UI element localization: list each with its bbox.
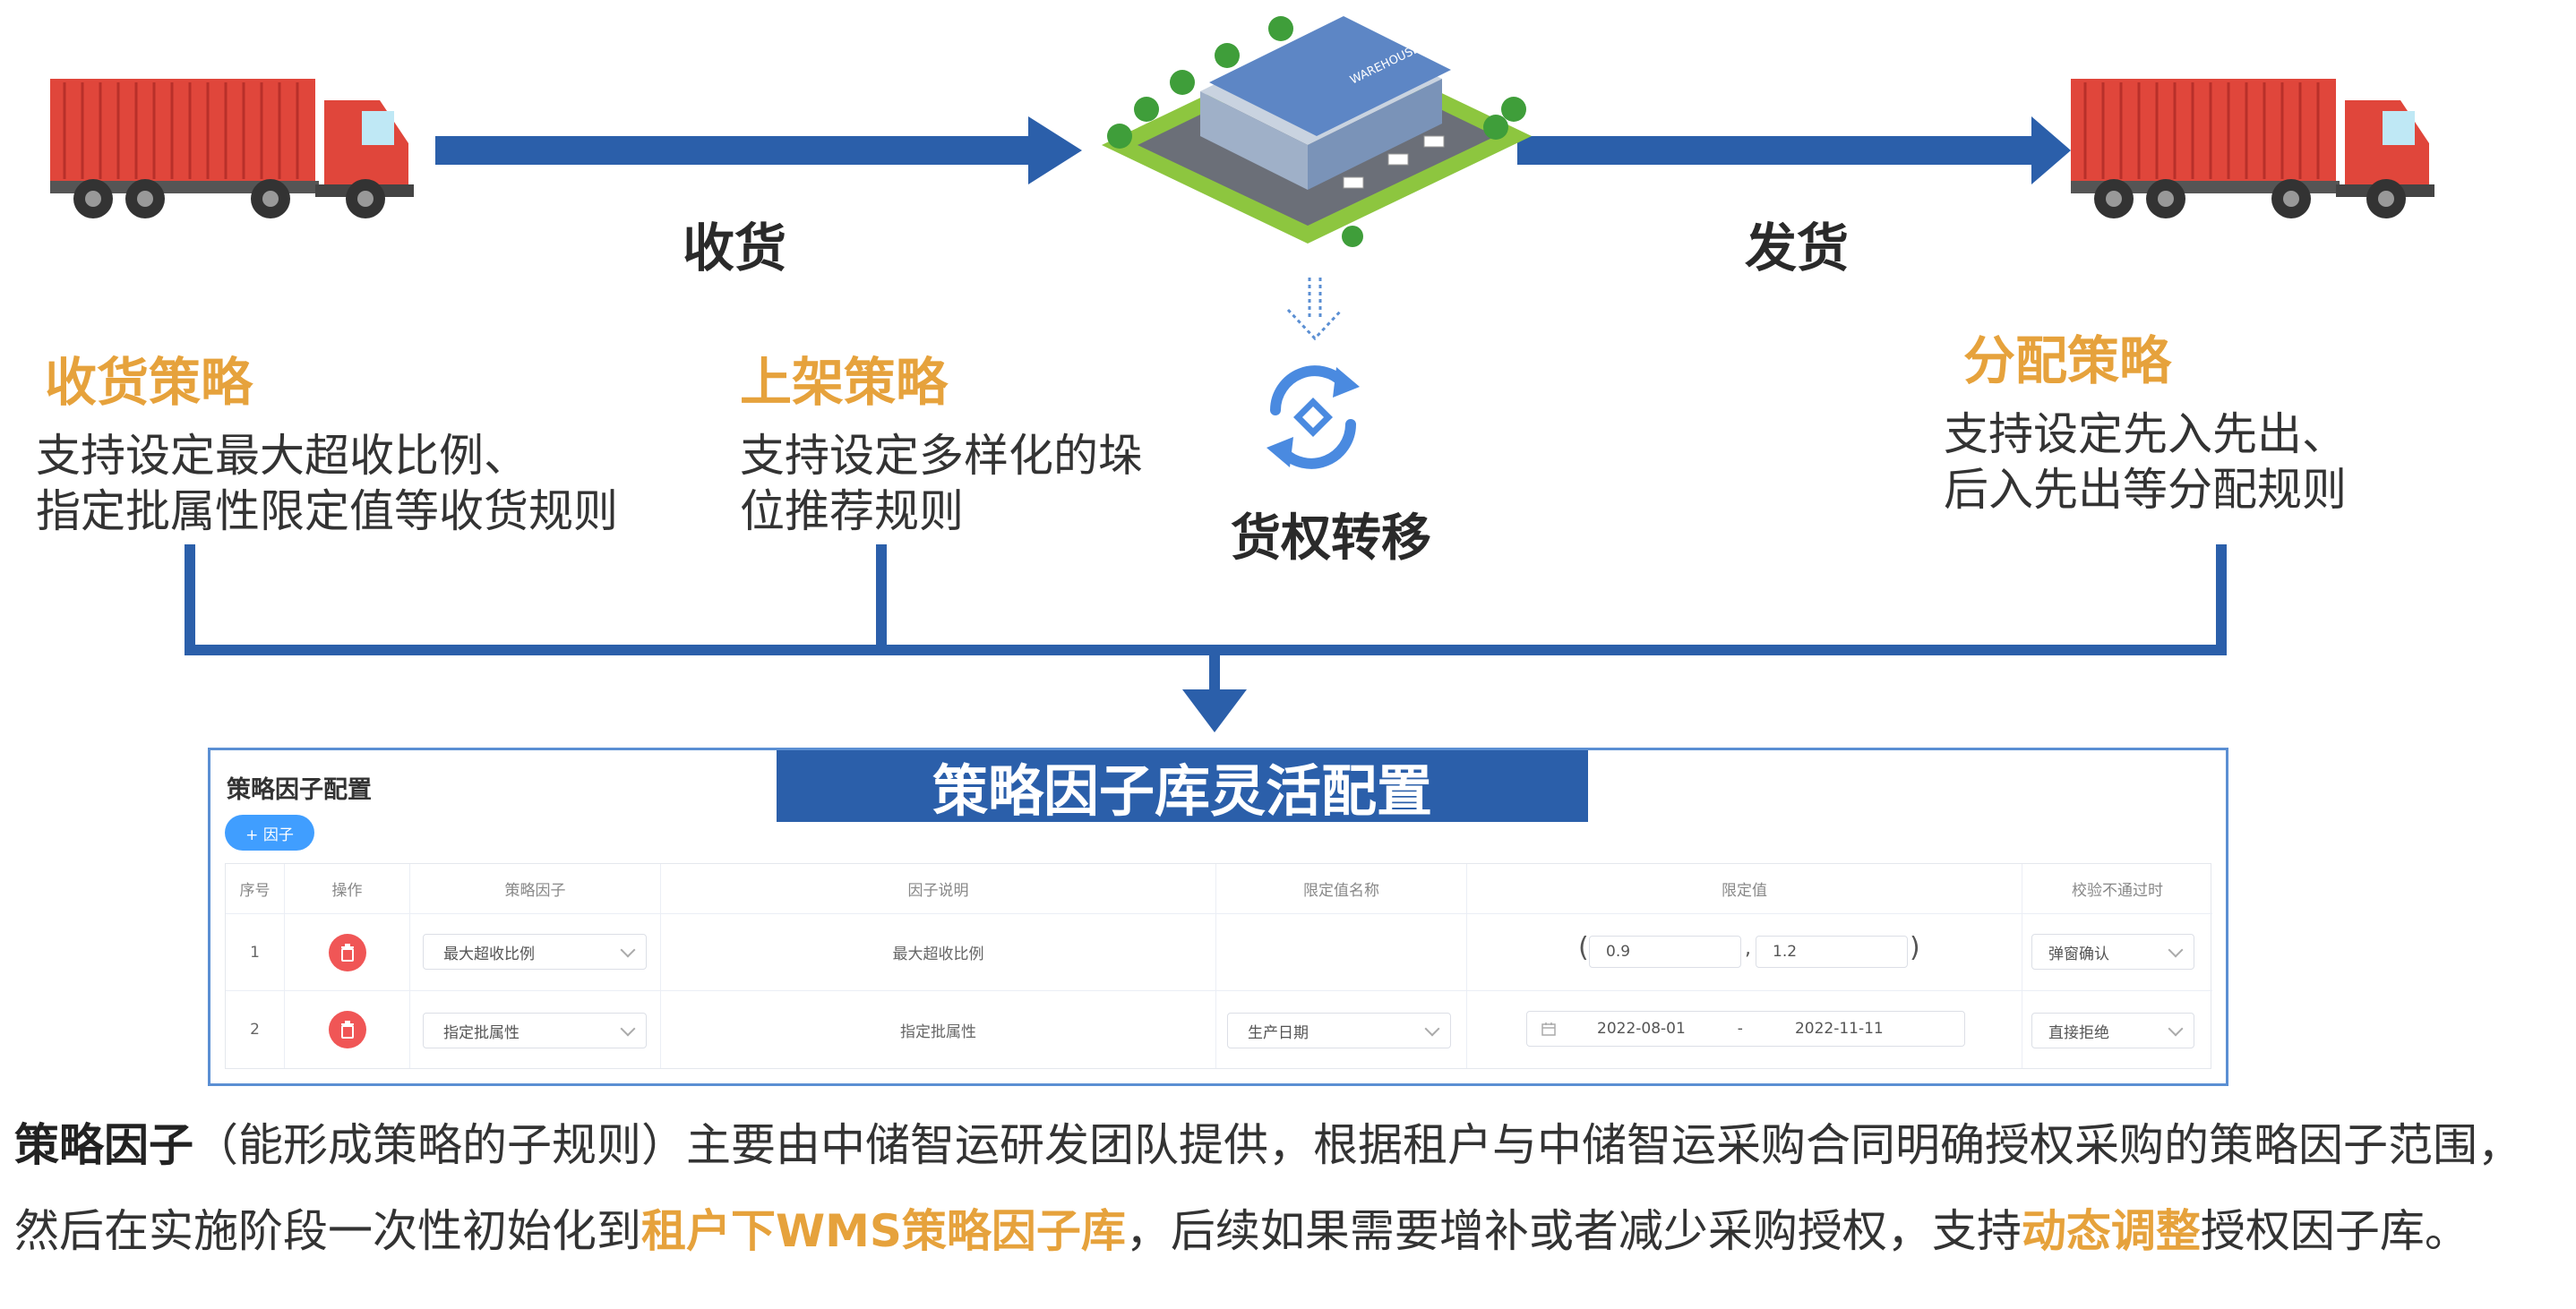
footer-line-2-a: 然后在实施阶段一次性初始化到 [14,1205,641,1257]
outbound-truck-icon [2071,79,2434,218]
ownership-transfer-icon [1267,365,1360,469]
row-1-min-input[interactable]: 0.9 [1589,936,1741,968]
footer-highlight-library: 租户下WMS策略因子库 [641,1205,1126,1257]
row-1-factor-value: 最大超收比例 [443,945,535,963]
row-2-limit-name-select[interactable]: 生产日期 [1227,1013,1451,1048]
add-factor-button[interactable]: + 因子 [225,815,314,851]
ship-arrow [1517,116,2071,184]
factor-library-banner: 策略因子库灵活配置 [777,750,1588,824]
col-index: 序号 [226,864,285,914]
range-comma: , [1745,937,1751,960]
receive-strategy-title: 收货策略 [45,352,253,413]
putaway-strategy-line-2: 位推荐规则 [740,485,964,537]
footer-line-1-rest: （能形成策略的子规则）主要由中储智运研发团队提供，根据租户与中储智运采购合同明确… [193,1119,2522,1171]
table-row-1-limit-name [1216,914,1467,991]
row-2-on-fail-select[interactable]: 直接拒绝 [2031,1013,2194,1048]
footer-line-2: 然后在实施阶段一次性初始化到租户下WMS策略因子库，后续如果需要增补或者减少采购… [14,1200,2469,1262]
col-limit-value: 限定值 [1467,864,2022,914]
table-row-1-index: 1 [226,914,285,991]
table-row-2-index: 2 [226,991,285,1068]
col-on-fail: 校验不通过时 [2022,864,2212,914]
row-1-on-fail-value: 弹窗确认 [2048,945,2109,963]
row-2-date-to: 2022-11-11 [1794,1020,1884,1038]
calendar-icon [1541,1022,1556,1036]
row-1-on-fail-select[interactable]: 弹窗确认 [2031,934,2194,970]
table-row-2-limit-name-cell: 生产日期 [1216,991,1467,1068]
row-2-factor-value: 指定批属性 [443,1023,519,1042]
receive-label: 收货 [683,218,787,278]
receive-strategy-line-1: 支持设定最大超收比例、 [36,430,528,482]
footer-term: 策略因子 [14,1119,193,1171]
row-2-date-range-picker[interactable]: 2022-08-01 - 2022-11-11 [1526,1011,1965,1047]
row-1-factor-select[interactable]: 最大超收比例 [423,934,647,970]
footer-line-2-b: ，后续如果需要增补或者减少采购授权，支持 [1125,1205,2022,1257]
table-row-1-description: 最大超收比例 [661,914,1216,991]
col-action: 操作 [285,864,410,914]
chevron-down-icon [2168,942,2184,958]
panel-title: 策略因子配置 [227,776,372,804]
factor-table: 序号 操作 策略因子 因子说明 限定值名称 限定值 校验不通过时 1 [225,863,2212,1069]
row-2-date-separator: - [1737,1020,1743,1038]
table-row-2-action [285,991,410,1068]
table-row-2-limit-value-cell: 2022-08-01 - 2022-11-11 [1467,991,2022,1068]
ship-label: 发货 [1745,218,1850,278]
chevron-down-icon [620,1021,636,1037]
row-1-max-value: 1.2 [1773,943,1798,961]
col-limit-name: 限定值名称 [1216,864,1467,914]
dotted-down-arrow [1286,278,1344,341]
table-row-2-description: 指定批属性 [661,991,1216,1068]
row-1-max-input[interactable]: 1.2 [1756,936,1908,968]
row-2-factor-select[interactable]: 指定批属性 [423,1013,647,1048]
delete-row-2-button[interactable] [328,1011,366,1048]
warehouse-icon: WAREHOUSE [1102,16,1532,247]
table-row-1-action [285,914,410,991]
row-2-date-from: 2022-08-01 [1597,1020,1686,1038]
ownership-transfer-label: 货权转移 [1231,509,1431,568]
footer-highlight-dynamic: 动态调整 [2021,1205,2201,1257]
allocation-strategy-title: 分配策略 [1963,330,2172,391]
strategy-connector [185,544,2227,732]
delete-row-1-button[interactable] [328,933,366,971]
trash-icon [340,943,354,962]
footer-line-1: 策略因子（能形成策略的子规则）主要由中储智运研发团队提供，根据租户与中储智运采购… [14,1114,2522,1176]
col-factor: 策略因子 [410,864,661,914]
table-row-1-limit-value-cell: ( 0.9 , 1.2 ) [1467,914,2022,991]
col-description: 因子说明 [661,864,1216,914]
row-1-min-value: 0.9 [1606,943,1631,961]
chevron-down-icon [2168,1021,2184,1037]
allocation-strategy-line-1: 支持设定先入先出、 [1944,408,2347,460]
table-row-1-factor-cell: 最大超收比例 [410,914,661,991]
chevron-down-icon [1424,1021,1440,1037]
footer-line-2-c: 授权因子库。 [2200,1205,2469,1257]
allocation-strategy-line-2: 后入先出等分配规则 [1944,464,2347,516]
table-row-2-on-fail-cell: 直接拒绝 [2022,991,2212,1068]
table-row-1-on-fail-cell: 弹窗确认 [2022,914,2212,991]
inbound-truck-icon [50,79,414,218]
putaway-strategy-title: 上架策略 [740,352,949,413]
strategy-factor-config-panel: 策略因子库灵活配置 策略因子配置 + 因子 序号 操作 策略因子 因子说明 限定… [208,748,2228,1086]
row-2-limit-name-value: 生产日期 [1248,1023,1309,1042]
range-open-bracket: ( [1578,932,1589,963]
table-row-2-factor-cell: 指定批属性 [410,991,661,1068]
receive-strategy-line-2: 指定批属性限定值等收货规则 [36,485,618,537]
range-close-bracket: ) [1910,932,1920,963]
receive-arrow [435,116,1082,184]
trash-icon [340,1021,354,1039]
chevron-down-icon [620,942,636,958]
row-2-on-fail-value: 直接拒绝 [2048,1023,2109,1042]
putaway-strategy-line-1: 支持设定多样化的垛 [740,430,1143,482]
